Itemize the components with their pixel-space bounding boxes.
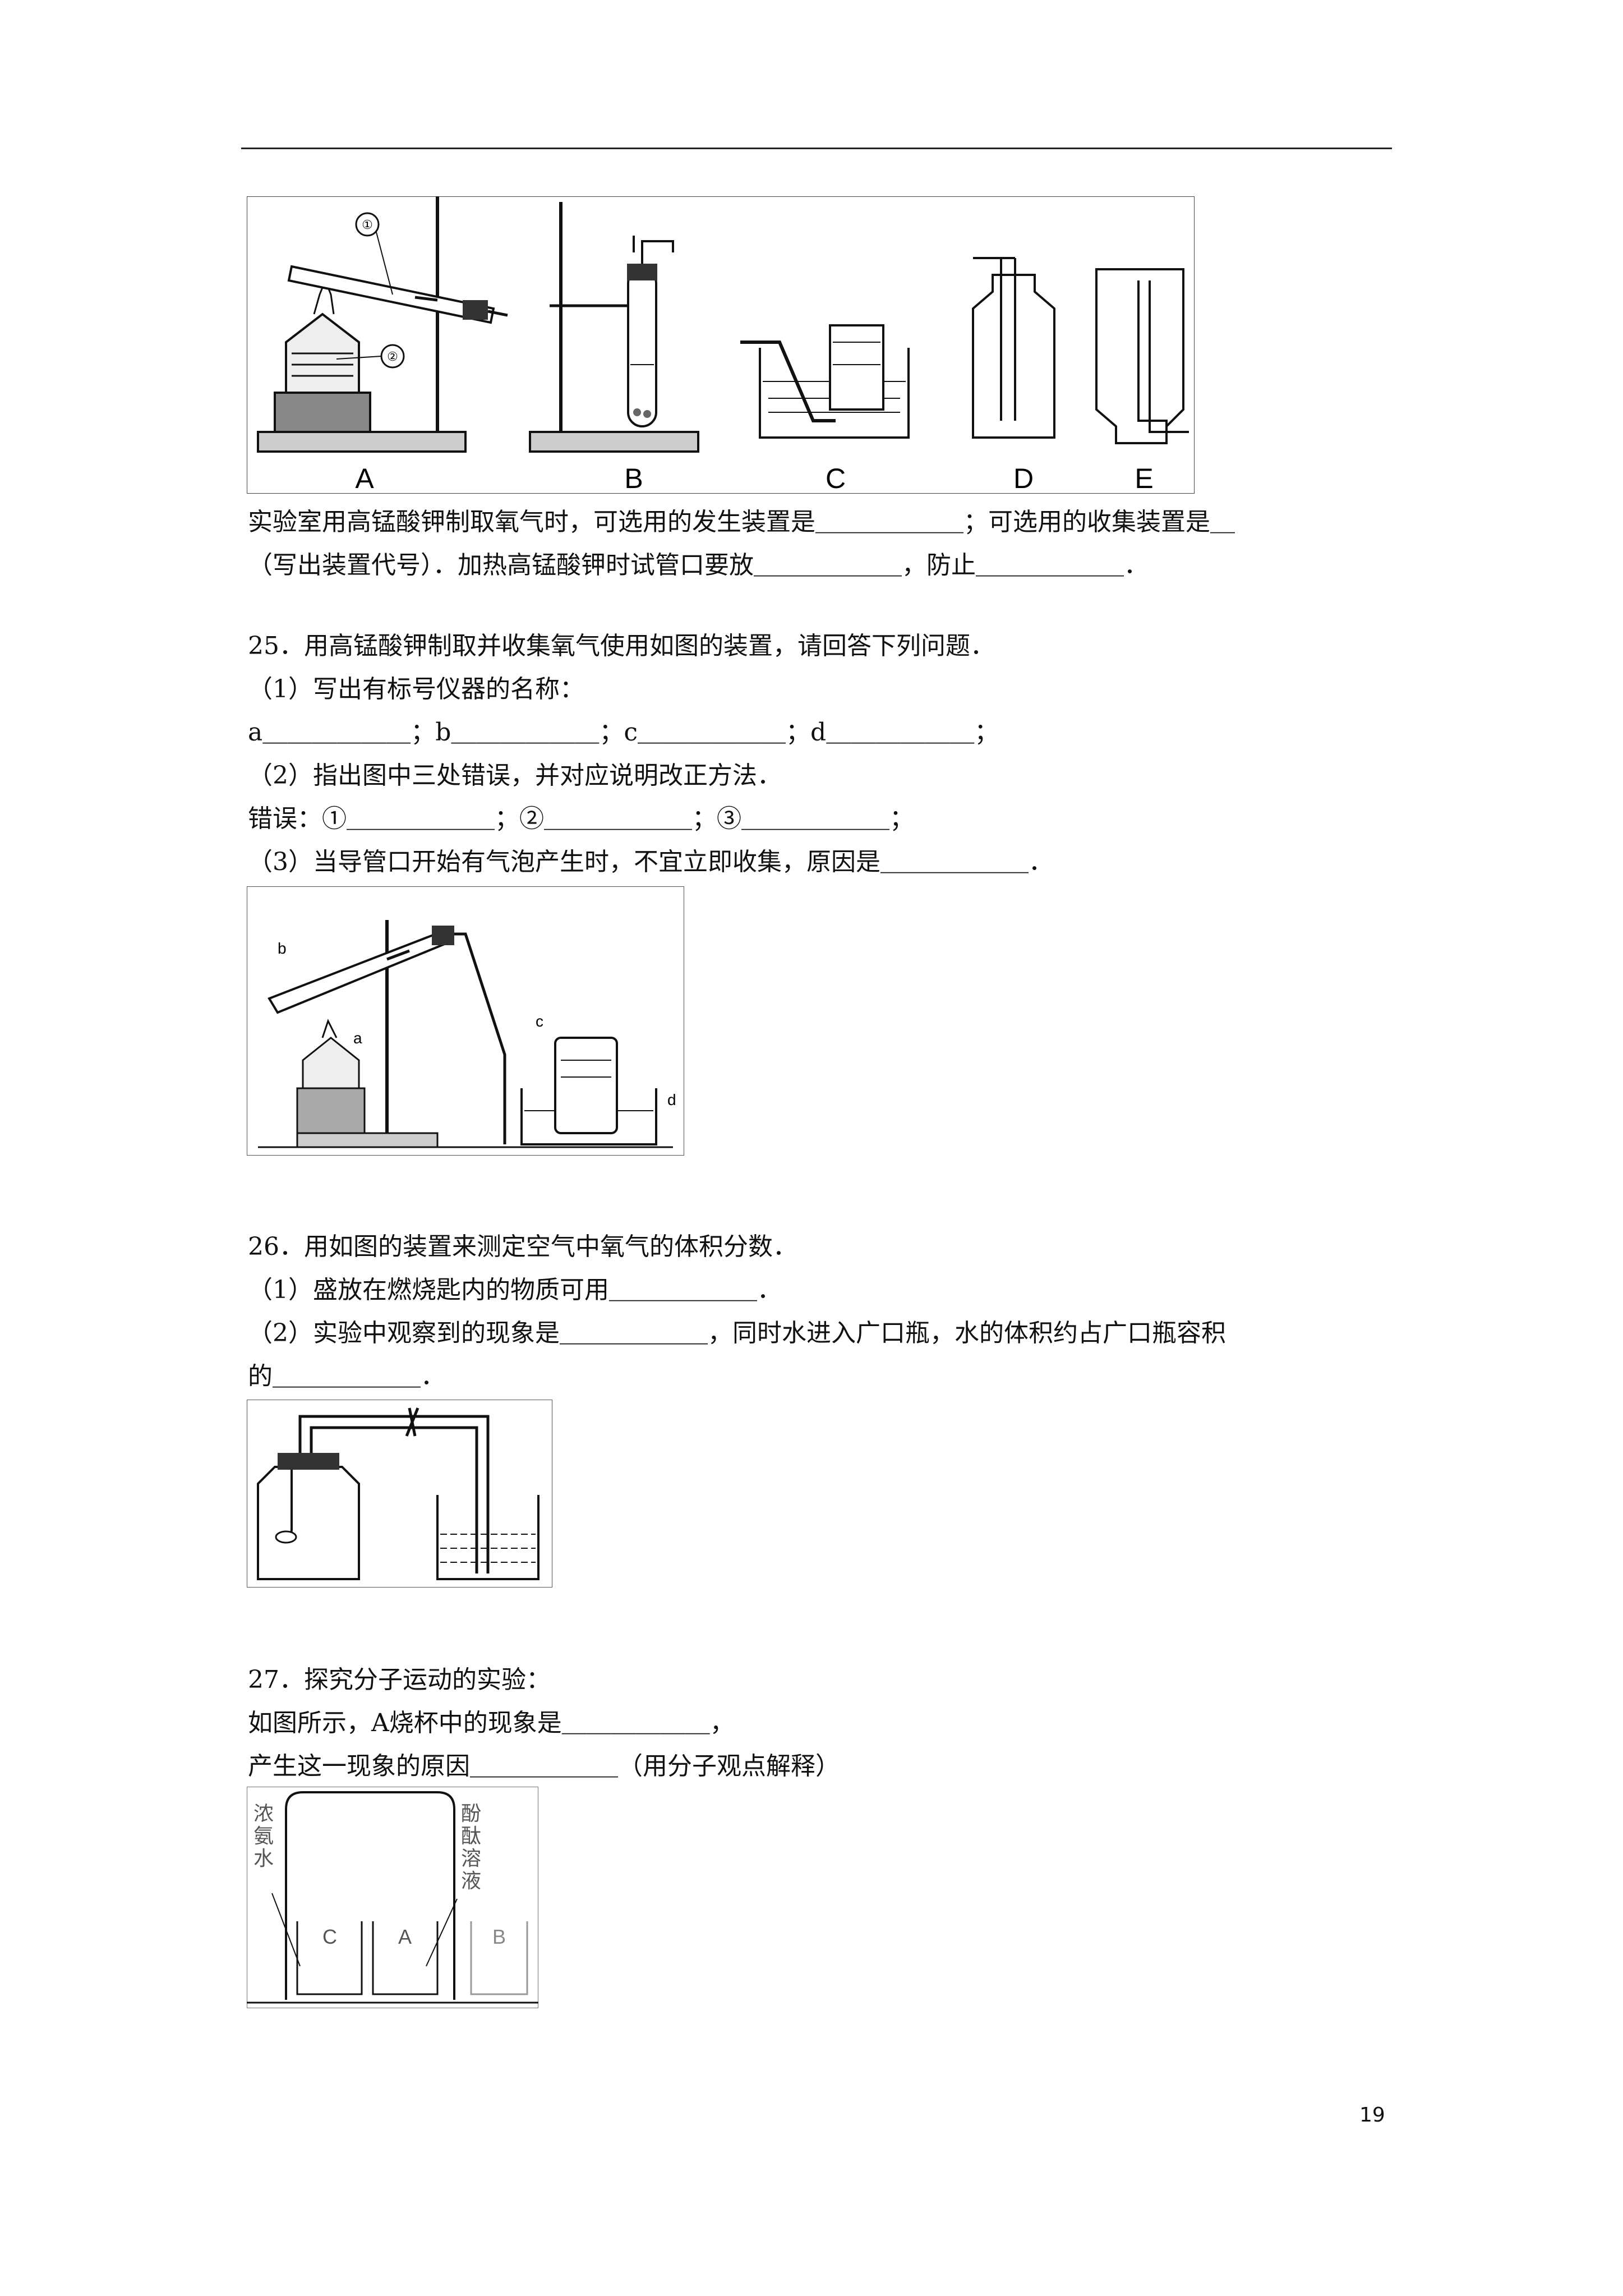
question-27-part1: 如图所示，A烧杯中的现象是＿＿＿＿＿＿， xyxy=(248,1709,735,1737)
question-25-title: 25．用高锰酸钾制取并收集氧气使用如图的装置，请回答下列问题． xyxy=(248,632,995,660)
apparatus-a-e-drawing: ① ② xyxy=(247,196,1195,494)
question-25-part1: （1）写出有标号仪器的名称： xyxy=(248,675,584,703)
figure-question-25: b a c d xyxy=(247,886,684,1156)
question-25-abcd: a＿＿＿＿＿＿；b＿＿＿＿＿＿；c＿＿＿＿＿＿；d＿＿＿＿＿＿； xyxy=(248,718,999,747)
beaker-label-C: C xyxy=(322,1925,337,1948)
page-number: 19 xyxy=(1359,2104,1385,2127)
label-shui: 水 xyxy=(253,1847,274,1870)
label-b: b xyxy=(278,940,287,957)
question-26-part2b: 的＿＿＿＿＿＿． xyxy=(248,1362,445,1391)
label-fen: 酚 xyxy=(461,1802,481,1825)
label-rong: 溶 xyxy=(461,1847,481,1870)
question-26-drawing xyxy=(247,1400,552,1588)
question-25-errors: 错误：①＿＿＿＿＿＿；②＿＿＿＿＿＿；③＿＿＿＿＿＿； xyxy=(248,804,914,833)
label-E: E xyxy=(1135,463,1153,494)
beaker-label-B: B xyxy=(492,1925,506,1948)
question-26-part1: （1）盛放在燃烧匙内的物质可用＿＿＿＿＿＿． xyxy=(248,1276,782,1304)
question-27-part2: 产生这一现象的原因＿＿＿＿＿＿（用分子观点解释） xyxy=(248,1752,840,1780)
text-line-2: （写出装置代号）．加热高锰酸钾时试管口要放＿＿＿＿＿＿，防止＿＿＿＿＿＿． xyxy=(248,551,1149,579)
label-ye: 液 xyxy=(461,1870,481,1893)
label-A: A xyxy=(355,463,374,494)
question-27-drawing: 浓 氨 水 酚 酞 溶 液 C A B xyxy=(247,1787,538,2008)
figure-apparatus-a-e: ① ② xyxy=(247,196,1195,494)
question-26-title: 26．用如图的装置来测定空气中氧气的体积分数． xyxy=(248,1232,797,1261)
label-B: B xyxy=(624,463,643,494)
question-25-part2: （2）指出图中三处错误，并对应说明改正方法． xyxy=(248,761,782,790)
label-D: D xyxy=(1013,463,1034,494)
label-d: d xyxy=(667,1091,676,1108)
question-26-part2: （2）实验中观察到的现象是＿＿＿＿＿＿，同时水进入广口瓶，水的体积约占广口瓶容积 xyxy=(248,1319,1226,1347)
question-27-title: 27．探究分子运动的实验： xyxy=(248,1665,551,1694)
label-c: c xyxy=(536,1013,543,1030)
marker-1: ① xyxy=(362,218,373,232)
label-an: 氨 xyxy=(253,1825,274,1848)
figure-question-27: 浓 氨 水 酚 酞 溶 液 C A B xyxy=(247,1787,538,2008)
marker-2: ② xyxy=(387,350,398,364)
label-a: a xyxy=(353,1029,362,1047)
label-tai: 酞 xyxy=(461,1825,481,1848)
question-25-drawing: b a c d xyxy=(247,886,684,1156)
question-25-part3: （3）当导管口开始有气泡产生时，不宜立即收集，原因是＿＿＿＿＿＿． xyxy=(248,848,1053,876)
figure-question-26 xyxy=(247,1400,552,1588)
label-nong: 浓 xyxy=(253,1802,274,1825)
text-line-1: 实验室用高锰酸钾制取氧气时，可选用的发生装置是＿＿＿＿＿＿；可选用的收集装置是＿ xyxy=(248,508,1235,536)
header-rule xyxy=(241,148,1392,149)
label-C: C xyxy=(826,463,846,494)
beaker-label-A: A xyxy=(398,1925,412,1948)
